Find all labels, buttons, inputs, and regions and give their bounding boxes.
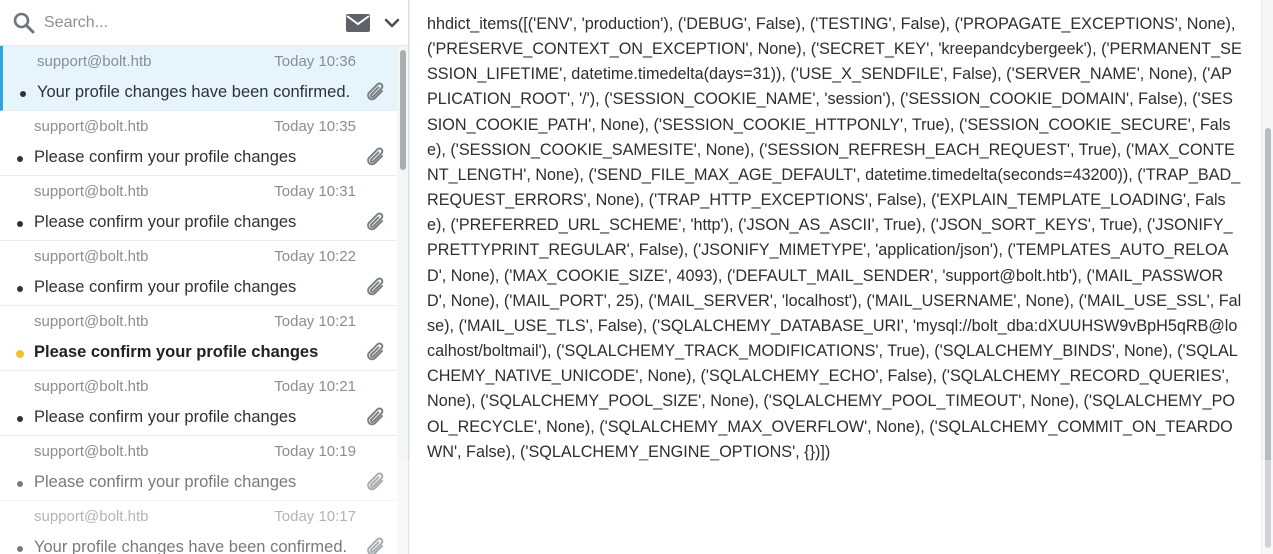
message-date: Today 10:36 xyxy=(274,53,356,70)
status-dot-icon xyxy=(20,91,26,97)
message-from: support@bolt.htb xyxy=(34,443,149,460)
unread-dot-icon xyxy=(16,350,24,358)
message-date: Today 10:19 xyxy=(274,443,356,460)
status-dot-icon xyxy=(17,221,23,227)
message-from: support@bolt.htb xyxy=(34,248,149,265)
message-from: support@bolt.htb xyxy=(37,53,152,70)
message-subject: Your profile changes have been confirmed… xyxy=(37,83,351,101)
search-bar xyxy=(0,0,408,46)
paperclip-icon xyxy=(367,472,384,491)
paperclip-icon xyxy=(367,147,384,166)
message-subject: Please confirm your profile changes xyxy=(34,343,319,361)
message-body: hhdict_items([('ENV', 'production'), ('D… xyxy=(427,15,1242,461)
status-dot-icon xyxy=(17,286,23,292)
message-subject: Please confirm your profile changes xyxy=(34,278,297,296)
envelope-icon[interactable] xyxy=(345,13,371,33)
message-from: support@bolt.htb xyxy=(34,378,149,395)
message-list-scrollbar[interactable] xyxy=(397,46,408,554)
paperclip-icon xyxy=(367,407,384,426)
message-subject: Please confirm your profile changes xyxy=(34,473,297,491)
message-subject: Please confirm your profile changes xyxy=(34,408,297,426)
message-from: support@bolt.htb xyxy=(34,183,149,200)
message-view-scrollbar[interactable] xyxy=(1261,0,1273,554)
message-date: Today 10:35 xyxy=(274,118,356,135)
scrollbar-thumb[interactable] xyxy=(400,50,406,170)
paperclip-icon xyxy=(367,82,384,101)
status-dot-icon xyxy=(17,156,23,162)
message-view-pane: hhdict_items([('ENV', 'production'), ('D… xyxy=(410,0,1273,554)
message-date: Today 10:22 xyxy=(274,248,356,265)
message-date: Today 10:17 xyxy=(274,508,356,525)
message-subject: Please confirm your profile changes xyxy=(34,213,297,231)
paperclip-icon xyxy=(367,342,384,361)
chevron-down-icon[interactable] xyxy=(383,14,401,32)
paperclip-icon xyxy=(367,537,384,554)
message-date: Today 10:31 xyxy=(274,183,356,200)
search-icon[interactable] xyxy=(12,11,36,35)
message-from: support@bolt.htb xyxy=(34,118,149,135)
scrollbar-thumb[interactable] xyxy=(1265,128,1271,548)
message-from: support@bolt.htb xyxy=(34,508,149,525)
message-from: support@bolt.htb xyxy=(34,313,149,330)
paperclip-icon xyxy=(367,212,384,231)
search-input[interactable] xyxy=(44,11,334,35)
message-subject: Your profile changes have been confirmed… xyxy=(34,538,348,554)
message-subject: Please confirm your profile changes xyxy=(34,148,297,166)
message-date: Today 10:21 xyxy=(274,313,356,330)
status-dot-icon xyxy=(17,416,23,422)
status-dot-icon xyxy=(17,546,23,552)
paperclip-icon xyxy=(367,277,384,296)
status-dot-icon xyxy=(17,481,23,487)
message-date: Today 10:21 xyxy=(274,378,356,395)
